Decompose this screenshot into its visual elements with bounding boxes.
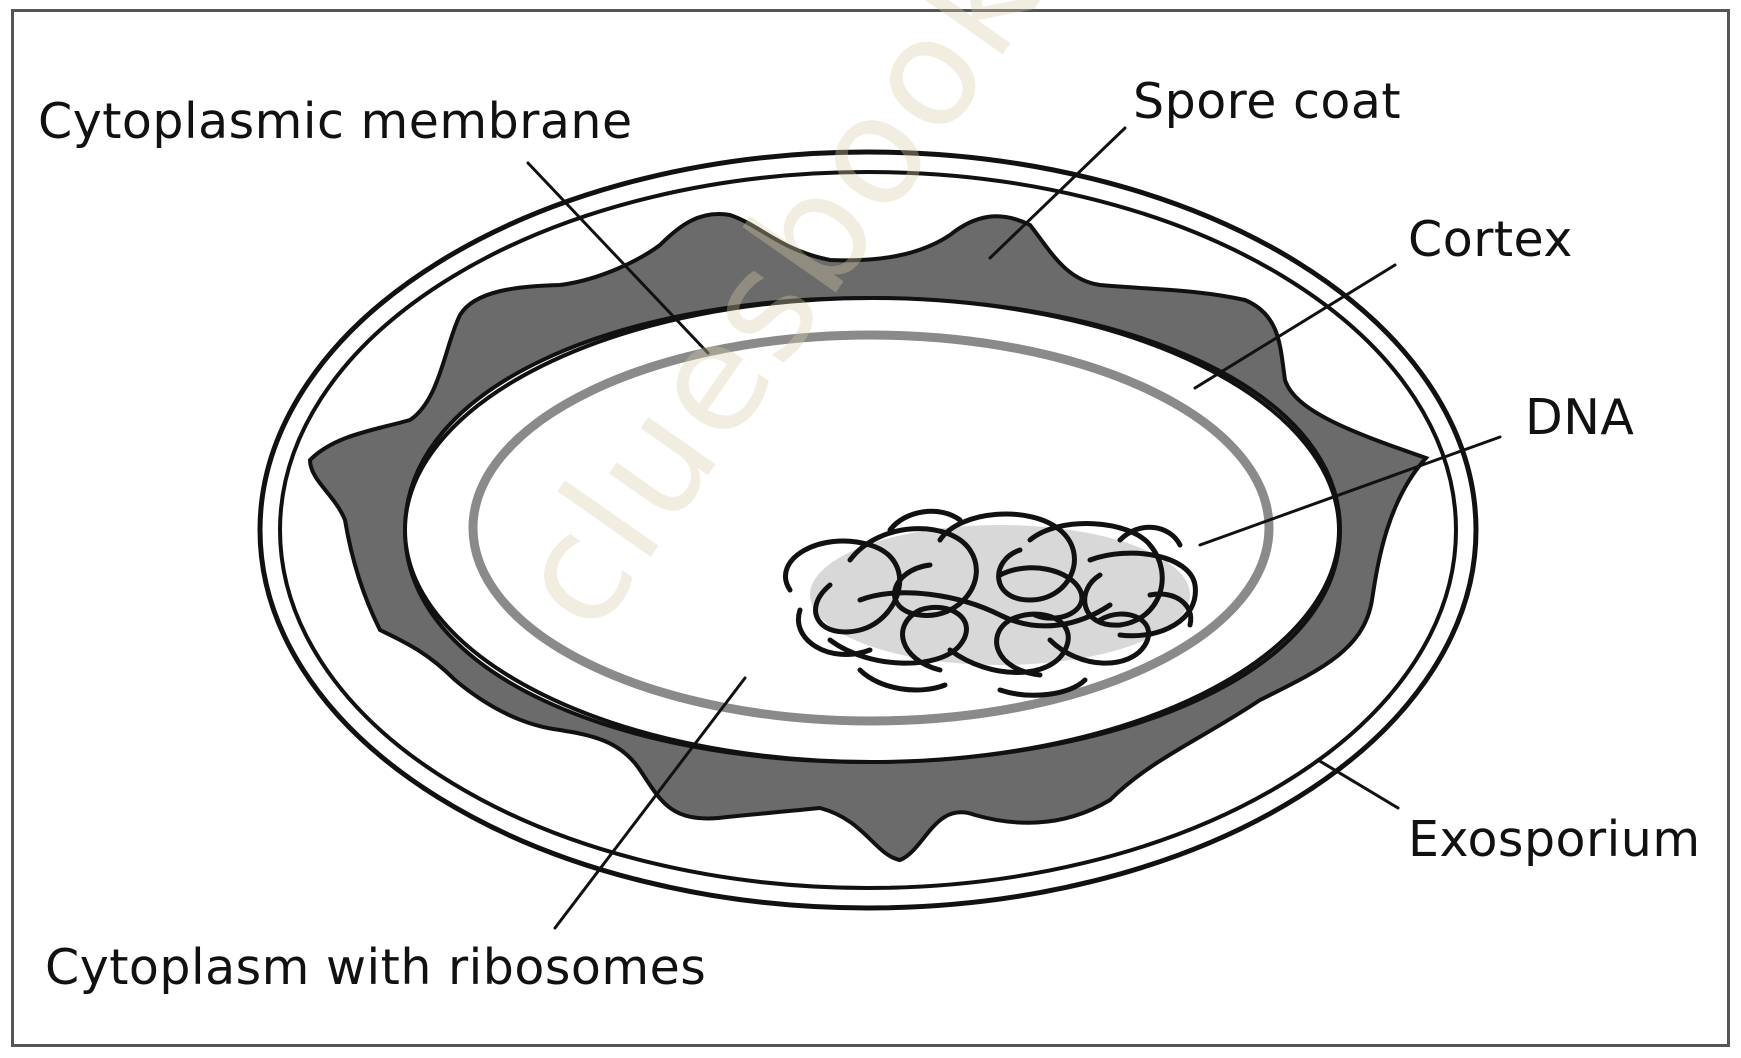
label-dna: DNA (1525, 393, 1634, 442)
leader-exosporium (1318, 760, 1398, 808)
label-cortex: Cortex (1408, 215, 1573, 264)
label-exosporium: Exosporium (1408, 815, 1701, 864)
label-spore-coat: Spore coat (1133, 77, 1401, 126)
label-cytoplasm-with-ribosomes: Cytoplasm with ribosomes (45, 943, 706, 992)
label-cytoplasmic-membrane: Cytoplasmic membrane (38, 97, 633, 146)
